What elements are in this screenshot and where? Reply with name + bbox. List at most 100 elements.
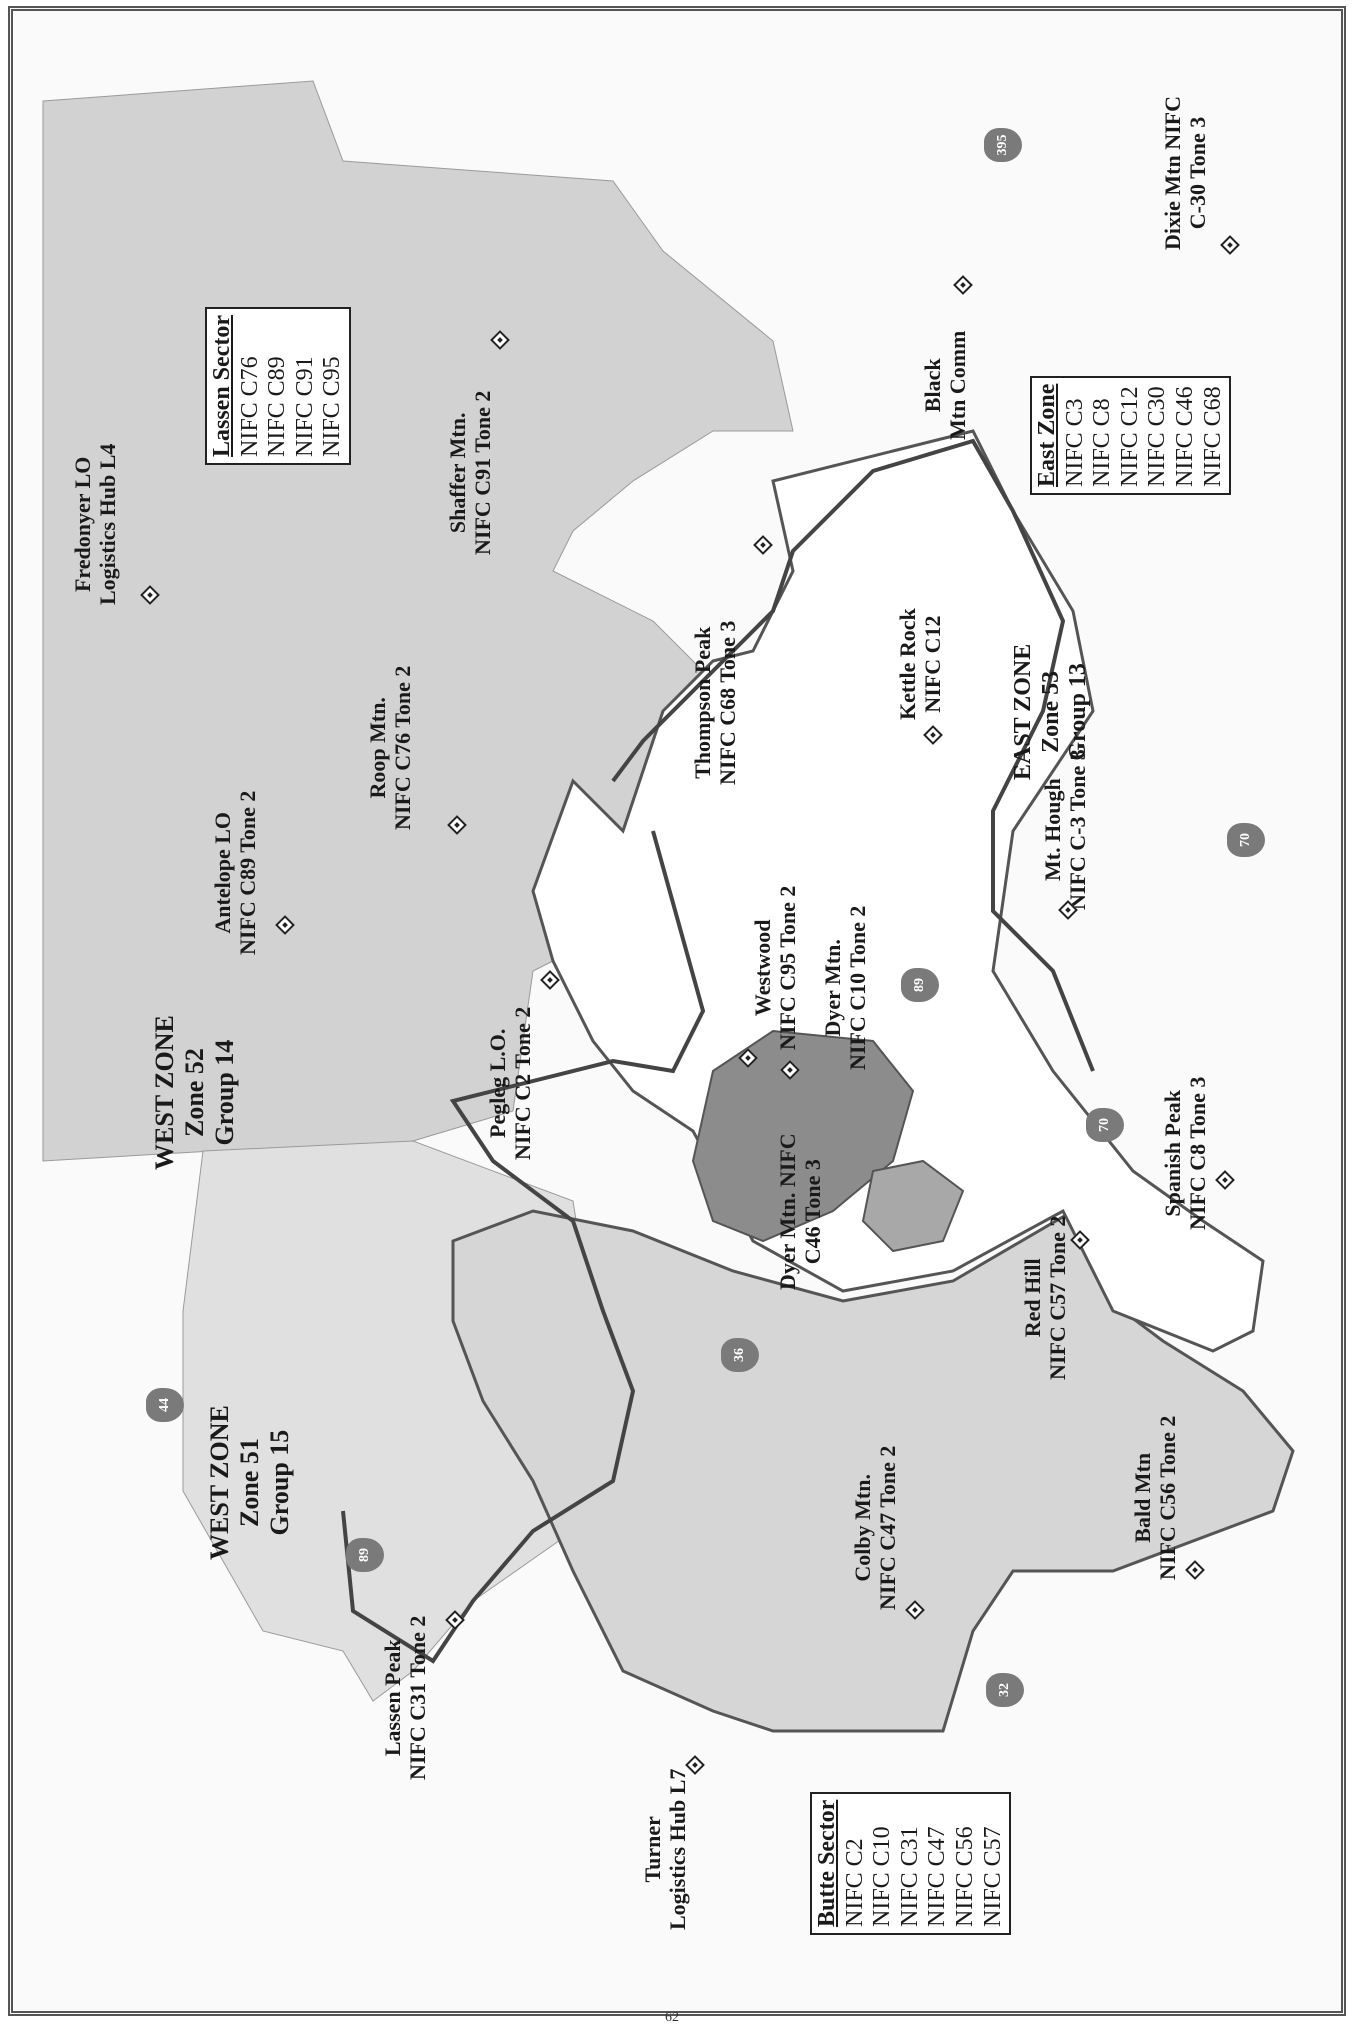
west-zone-52-label-line: Group 14 [209,1039,239,1146]
bald-mtn-label-line: NIFC C56 Tone 2 [1155,1415,1181,1580]
highway-shield-icon: 44 [146,1388,184,1422]
butte-area [451,1208,1295,1733]
zone-boundary-line [341,830,706,1664]
pegleg-lo-label-line: Pegleg L.O. [485,1028,510,1138]
dixie-mtn-label-line: C-30 Tone 3 [1185,116,1211,230]
red-hill-label-line: Red Hill [1020,1258,1045,1338]
dixie-mtn-label-line: Dixie Mtn NIFC [1160,96,1185,250]
colby-mtn-label-line: Colby Mtn. [850,1474,875,1582]
turner-label-line: Logistics Hub L7 [665,1768,691,1930]
roop-mtn-label: Roop Mtn.NIFC C76 Tone 2 [365,666,416,830]
butte-sector-title: Butte Sector [814,1799,840,1927]
west-zone-52-label-line: Zone 52 [179,1048,209,1137]
lassen-peak-label-line: Lassen Peak [380,1639,405,1757]
west-zone-51-label-line: Zone 51 [234,1438,264,1527]
antelope-lo-label-line: Antelope LO [210,811,235,934]
west-zone-51-label-line: Group 15 [264,1429,294,1536]
lake-almanor [691,1029,915,1243]
turner-label-line: Turner [640,1816,665,1883]
roop-mtn-label-line: Roop Mtn. [365,697,390,799]
pegleg-lo-label: Pegleg L.O.NIFC C2 Tone 2 [485,1007,536,1160]
highway-shield-icon: 70 [1227,823,1265,857]
antelope-lo-label-line: NIFC C89 Tone 2 [235,790,261,955]
fredonyer-lo-label-line: Fredonyer LO [70,456,95,593]
west-zone-52-label-line: WEST ZONE [150,1015,179,1170]
spanish-peak-label-line: NIFC C8 Tone 3 [1185,1076,1211,1230]
east-zone-box-item: NIFC C46 [1171,386,1198,487]
highway-shield-icon: 395 [984,128,1022,162]
colby-mtn-label-line: NIFC C47 Tone 2 [875,1445,901,1610]
bald-mtn-label-line: Bald Mtn [1130,1452,1155,1543]
dyer-mtn-c10-label-line: NIFC C10 Tone 2 [845,905,871,1070]
east-zone-box-item: NIFC C12 [1116,386,1143,487]
pegleg-lo-label-line: NIFC C2 Tone 2 [510,1006,536,1160]
fredonyer-lo-label-line: Logistics Hub L4 [95,443,121,605]
butte-sector-item: NIFC C56 [951,1826,978,1927]
colby-mtn-label: Colby Mtn.NIFC C47 Tone 2 [850,1446,901,1610]
lassen-sector-title: Lassen Sector [209,315,235,457]
highway-shield-icon: 89 [346,1538,384,1572]
butte-sector-item: NIFC C10 [869,1826,896,1927]
butte-sector-item: NIFC C47 [924,1826,951,1927]
kettle-rock-label-line: Kettle Rock [895,608,920,720]
highway-shield-icon: 70 [1086,1108,1124,1142]
roop-mtn-label-line: NIFC C76 Tone 2 [390,665,416,830]
black-mtn-comm-label-line: Black [920,358,945,413]
dyer-mtn-c46-label-line: C46 Tone 3 [800,1159,826,1265]
red-hill-label-line: NIFC C57 Tone 2 [1045,1215,1071,1380]
butte-sector-item: NIFC C31 [896,1826,923,1927]
butte-sector-item: NIFC C2 [841,1838,868,1927]
mt-hough-label-line: NIFC C-3 Tone 3 [1065,749,1091,910]
highway-shield-icon: 89 [901,968,939,1002]
westwood-label-line: NIFC C95 Tone 2 [775,885,801,1050]
butte-sector-item: NIFC C57 [979,1826,1006,1927]
east-zone-box-item: NIFC C30 [1144,386,1171,487]
lake-secondary [861,1159,965,1253]
dyer-mtn-c46-label-line: Dyer Mtn. NIFC [775,1133,800,1290]
lassen-sector-item: NIFC C95 [319,356,346,457]
kettle-rock-label-line: NIFC C12 [920,615,946,713]
lassen-sector-item: NIFC C76 [236,356,263,457]
dyer-mtn-c10-label: Dyer Mtn.NIFC C10 Tone 2 [820,906,871,1070]
shaffer-mtn-label-line: NIFC C91 Tone 2 [470,390,496,555]
thompson-peak-label-line: Thompson Peak [690,626,715,779]
highway-shield-icon: 36 [721,1338,759,1372]
west-zone-51-label-line: WEST ZONE [205,1405,234,1560]
westwood-label-line: Westwood [750,919,775,1017]
east-zone-53-label-line: EAST ZONE [1010,643,1036,780]
black-mtn-comm-label-line: Mtn Comm [945,330,971,440]
lassen-sector-item: NIFC C91 [291,356,318,457]
map-canvas [42,80,1295,1733]
spanish-peak-label-line: Spanish Peak [1160,1090,1185,1217]
highway-shield-icon: 32 [986,1673,1024,1707]
east-zone-box-item: NIFC C8 [1089,398,1116,487]
page-number: 62 [665,2010,679,2025]
shaffer-mtn-label: Shaffer Mtn.NIFC C91 Tone 2 [445,391,496,555]
shaffer-mtn-label-line: Shaffer Mtn. [445,412,470,534]
lassen-peak-label-line: NIFC C31 Tone 2 [405,1615,431,1780]
east-zone-box-title: East Zone [1034,383,1060,487]
east-zone-box-item: NIFC C3 [1061,398,1088,487]
dyer-mtn-c10-label-line: Dyer Mtn. [820,939,845,1037]
lassen-sector-item: NIFC C89 [264,356,291,457]
mt-hough-label-line: Mt. Hough [1040,778,1065,881]
